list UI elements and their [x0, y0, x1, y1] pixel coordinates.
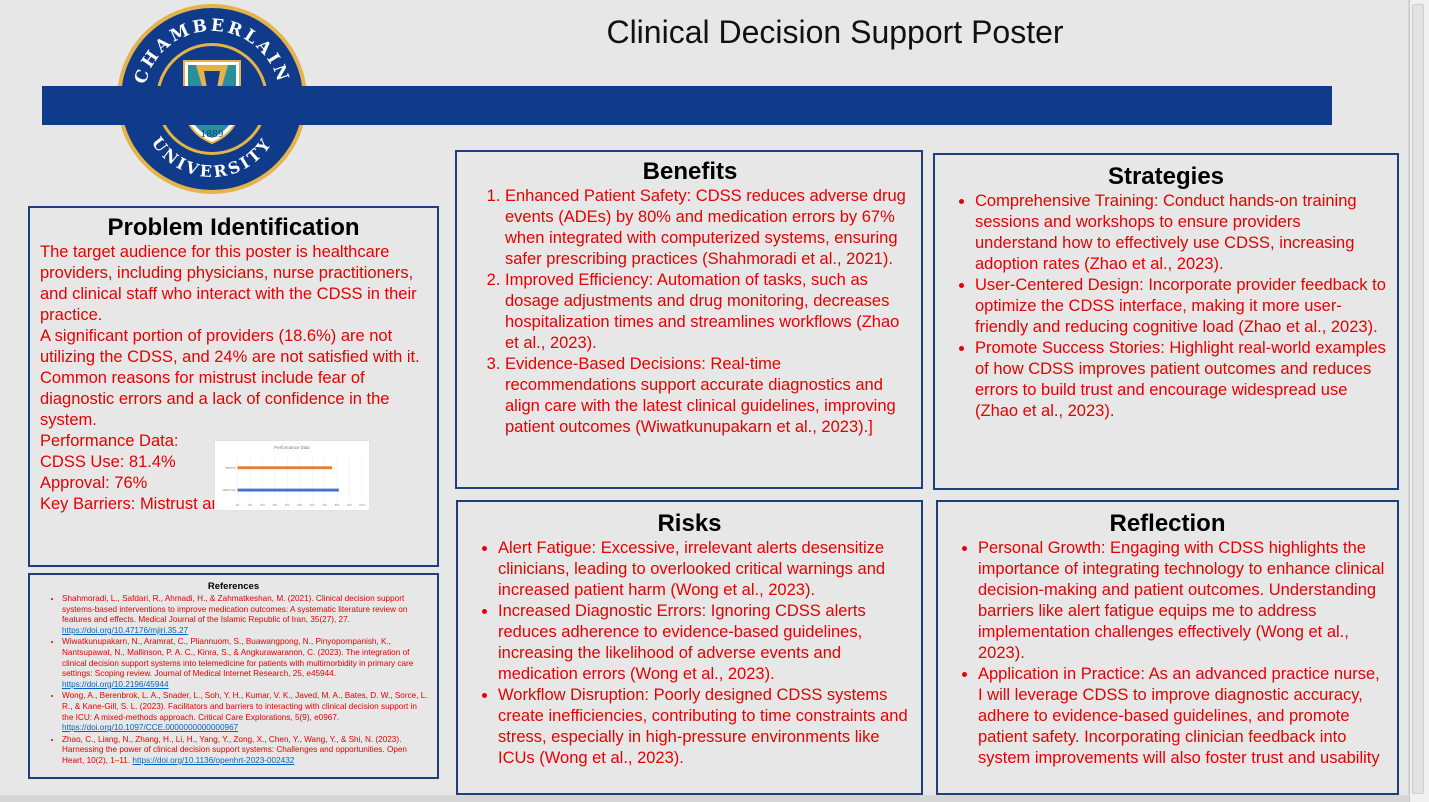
benefits-list: Enhanced Patient Safety: CDSS reduces ad… — [469, 186, 911, 438]
problem-title: Problem Identification — [107, 214, 360, 241]
reference-text: Zhao, C., Liang, N., Zhang, H., Li, H., … — [62, 734, 407, 765]
problem-identification-box: Problem Identification The target audien… — [28, 206, 439, 567]
list-item: Enhanced Patient Safety: CDSS reduces ad… — [505, 186, 911, 270]
problem-paragraph: Approval: 76% — [40, 474, 148, 492]
strategies-title: Strategies — [1107, 163, 1225, 190]
reference-text: Wong, A., Berenbrok, L. A., Snader, L., … — [62, 691, 428, 722]
reflection-title: Reflection — [1109, 510, 1226, 537]
list-item: Workflow Disruption: Poorly designed CDS… — [498, 685, 911, 769]
list-item: Evidence-Based Decisions: Real-time reco… — [505, 354, 911, 438]
problem-paragraph: CDSS Use: 81.4% — [40, 453, 176, 471]
strategies-list: Comprehensive Training: Conduct hands-on… — [945, 191, 1387, 422]
problem-paragraph: A significant portion of providers (18.6… — [40, 327, 420, 366]
chart-tick-label: 100% — [359, 505, 365, 507]
list-item: User-Centered Design: Incorporate provid… — [975, 275, 1387, 338]
chart-tick-label: 50% — [297, 505, 302, 507]
reference-link[interactable]: https://doi.org/10.1136/openhrt-2023-002… — [132, 755, 295, 765]
list-item: Comprehensive Training: Conduct hands-on… — [975, 191, 1387, 275]
reference-item: Wong, A., Berenbrok, L. A., Snader, L., … — [62, 691, 429, 733]
chart-tick-label: 70% — [322, 505, 327, 507]
reference-link[interactable]: https://doi.org/10.1097/CCE.000000000000… — [62, 723, 239, 733]
references-list: Shahmoradi, L., Safdari, R., Ahmadi, H.,… — [38, 594, 429, 767]
risks-box: Risks Alert Fatigue: Excessive, irreleva… — [456, 500, 923, 795]
list-item: Personal Growth: Engaging with CDSS high… — [978, 538, 1387, 664]
chart-bar — [237, 488, 339, 492]
reference-item: Shahmoradi, L., Safdari, R., Ahmadi, H.,… — [62, 594, 429, 636]
reference-text: Shahmoradi, L., Safdari, R., Ahmadi, H.,… — [62, 594, 408, 625]
chart-bar — [237, 466, 333, 470]
chart-tick-label: 90% — [347, 505, 352, 507]
title-bar — [42, 86, 1332, 125]
reference-item: Zhao, C., Liang, N., Zhang, H., Li, H., … — [62, 735, 429, 767]
benefits-title: Benefits — [642, 158, 738, 185]
list-item: Promote Success Stories: Highlight real-… — [975, 338, 1387, 422]
chart-tick-label: 0% — [236, 505, 239, 507]
page-title: Clinical Decision Support Poster — [606, 14, 1064, 50]
list-item: Improved Efficiency: Automation of tasks… — [505, 270, 911, 354]
strategies-box: Strategies Comprehensive Training: Condu… — [933, 153, 1399, 490]
list-item: Increased Diagnostic Errors: Ignoring CD… — [498, 601, 911, 685]
problem-paragraph: Performance Data: — [40, 432, 179, 450]
chart-tick-label: 60% — [310, 505, 315, 507]
chart-tick-label: 20% — [260, 505, 265, 507]
benefits-box: Benefits Enhanced Patient Safety: CDSS r… — [455, 150, 923, 489]
reflection-list: Personal Growth: Engaging with CDSS high… — [948, 538, 1387, 769]
poster-slide: CHAMBERLAIN UNIVERSITY 1889 Clinical Dec… — [0, 0, 1408, 795]
references-box: References Shahmoradi, L., Safdari, R., … — [28, 573, 439, 779]
problem-paragraph: The target audience for this poster is h… — [40, 243, 417, 324]
risks-title: Risks — [657, 510, 722, 537]
chart-tick-label: 10% — [248, 505, 253, 507]
risks-list: Alert Fatigue: Excessive, irrelevant ale… — [468, 538, 911, 769]
reference-text: Wiwatkunupakarn, N., Aramrat, C., Pliann… — [62, 637, 414, 679]
chart-title: Performance Data — [274, 445, 310, 450]
scrollbar-thumb[interactable] — [1412, 4, 1424, 794]
list-item: Application in Practice: As an advanced … — [978, 664, 1387, 769]
chart-category-label: CDSS Use — [222, 488, 236, 492]
logo-year: 1889 — [201, 130, 224, 140]
references-title: References — [207, 581, 260, 592]
chart-tick-label: 40% — [285, 505, 290, 507]
reference-item: Wiwatkunupakarn, N., Aramrat, C., Pliann… — [62, 637, 429, 690]
reflection-box: Reflection Personal Growth: Engaging wit… — [936, 500, 1399, 795]
chart-tick-label: 80% — [335, 505, 340, 507]
list-item: Alert Fatigue: Excessive, irrelevant ale… — [498, 538, 911, 601]
reference-link[interactable]: https://doi.org/10.2196/45944 — [62, 679, 169, 689]
problem-paragraph: Common reasons for mistrust include fear… — [40, 369, 390, 429]
chart-tick-label: 30% — [273, 505, 278, 507]
chart-category-label: Approval — [225, 466, 236, 470]
reference-link[interactable]: https://doi.org/10.47176/mjiri.35.27 — [62, 625, 189, 635]
